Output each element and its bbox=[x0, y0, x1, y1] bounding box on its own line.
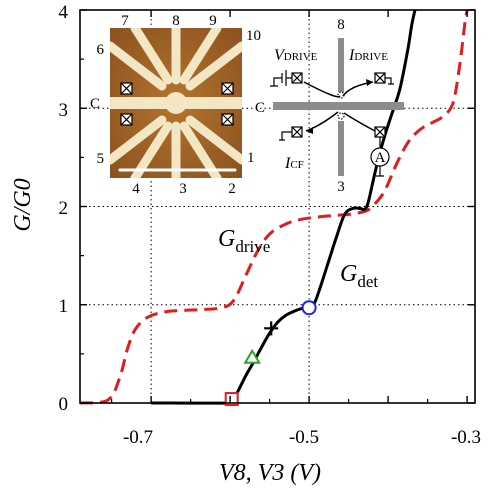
gate-number: 5 bbox=[97, 151, 105, 167]
afm-gates bbox=[110, 28, 242, 178]
contact-icon bbox=[291, 72, 303, 84]
gate-number: 10 bbox=[246, 28, 261, 44]
g-det-label: Gdet bbox=[340, 261, 378, 291]
circle-marker bbox=[301, 300, 317, 316]
gate-number: 3 bbox=[179, 181, 187, 197]
contact-icon bbox=[374, 126, 386, 138]
c-label: C bbox=[90, 96, 100, 112]
y-axis-title: G/G0 bbox=[10, 178, 36, 231]
axis-ticks bbox=[80, 9, 475, 404]
schematic-contacts bbox=[291, 72, 386, 138]
curves bbox=[79, 9, 469, 405]
i-cf-label: ICF bbox=[284, 155, 304, 172]
contact-icon bbox=[374, 72, 386, 84]
gate-number: 4 bbox=[132, 181, 140, 197]
gate-number: 8 bbox=[172, 13, 180, 29]
contact-icon bbox=[120, 82, 133, 95]
contact-icon bbox=[221, 82, 234, 95]
x-tick-labels: -0.7 -0.5 -0.3 bbox=[123, 427, 481, 448]
contact-icon bbox=[221, 113, 234, 126]
battery-icon bbox=[270, 70, 292, 87]
y-tick-label: 0 bbox=[59, 394, 69, 415]
series-line-g-drive bbox=[79, 9, 469, 405]
afm-gate-numbers: 7 8 9 10 6 1 5 4 3 2 C bbox=[90, 13, 261, 197]
plus-marker bbox=[264, 321, 279, 336]
y-tick-label: 2 bbox=[59, 198, 69, 219]
gate-number: 9 bbox=[209, 13, 217, 29]
y-tick-label: 4 bbox=[59, 2, 69, 23]
gate-number: 6 bbox=[97, 42, 105, 58]
curve-markers bbox=[224, 300, 317, 407]
gate-8-number: 8 bbox=[337, 17, 345, 33]
contact-icon bbox=[120, 113, 133, 126]
schematic-arrowheads bbox=[306, 79, 373, 134]
plot-area bbox=[79, 9, 476, 407]
v-drive-label: VDRIVE bbox=[274, 47, 318, 64]
square-marker bbox=[224, 392, 239, 407]
y-tick-labels: 0 1 2 3 4 bbox=[59, 2, 69, 415]
i-drive-label: IDRIVE bbox=[348, 47, 388, 64]
g-drive-label: Gdrive bbox=[218, 226, 270, 256]
y-tick-label: 1 bbox=[59, 296, 69, 317]
arrow-icon bbox=[366, 79, 373, 86]
arrow-icon bbox=[306, 127, 313, 134]
triangle-marker bbox=[243, 348, 261, 364]
center-gate-bar bbox=[273, 102, 404, 110]
gate-number: 1 bbox=[247, 150, 255, 166]
schematic-c-label: C bbox=[255, 100, 265, 116]
x-axis-title: V8, V3 (V) bbox=[219, 460, 321, 486]
grid-lines bbox=[80, 10, 475, 403]
measurement-schematic: 8 3 C VDRIVE IDRIVE ICF bbox=[255, 17, 404, 195]
gate-number: 7 bbox=[121, 13, 129, 29]
series-line-g-det bbox=[151, 9, 417, 405]
x-tick-label: -0.7 bbox=[123, 427, 153, 448]
afm-contacts bbox=[120, 82, 234, 126]
y-tick-label: 3 bbox=[59, 100, 69, 121]
x-tick-label: -0.3 bbox=[451, 427, 481, 448]
contact-icon bbox=[291, 126, 303, 138]
x-tick-label: -0.5 bbox=[289, 427, 319, 448]
gate-3-number: 3 bbox=[337, 179, 345, 195]
gate-number: 2 bbox=[228, 181, 236, 197]
afm-inset: 7 8 9 10 6 1 5 4 3 2 C bbox=[90, 13, 261, 197]
ammeter-label: A bbox=[375, 150, 386, 166]
